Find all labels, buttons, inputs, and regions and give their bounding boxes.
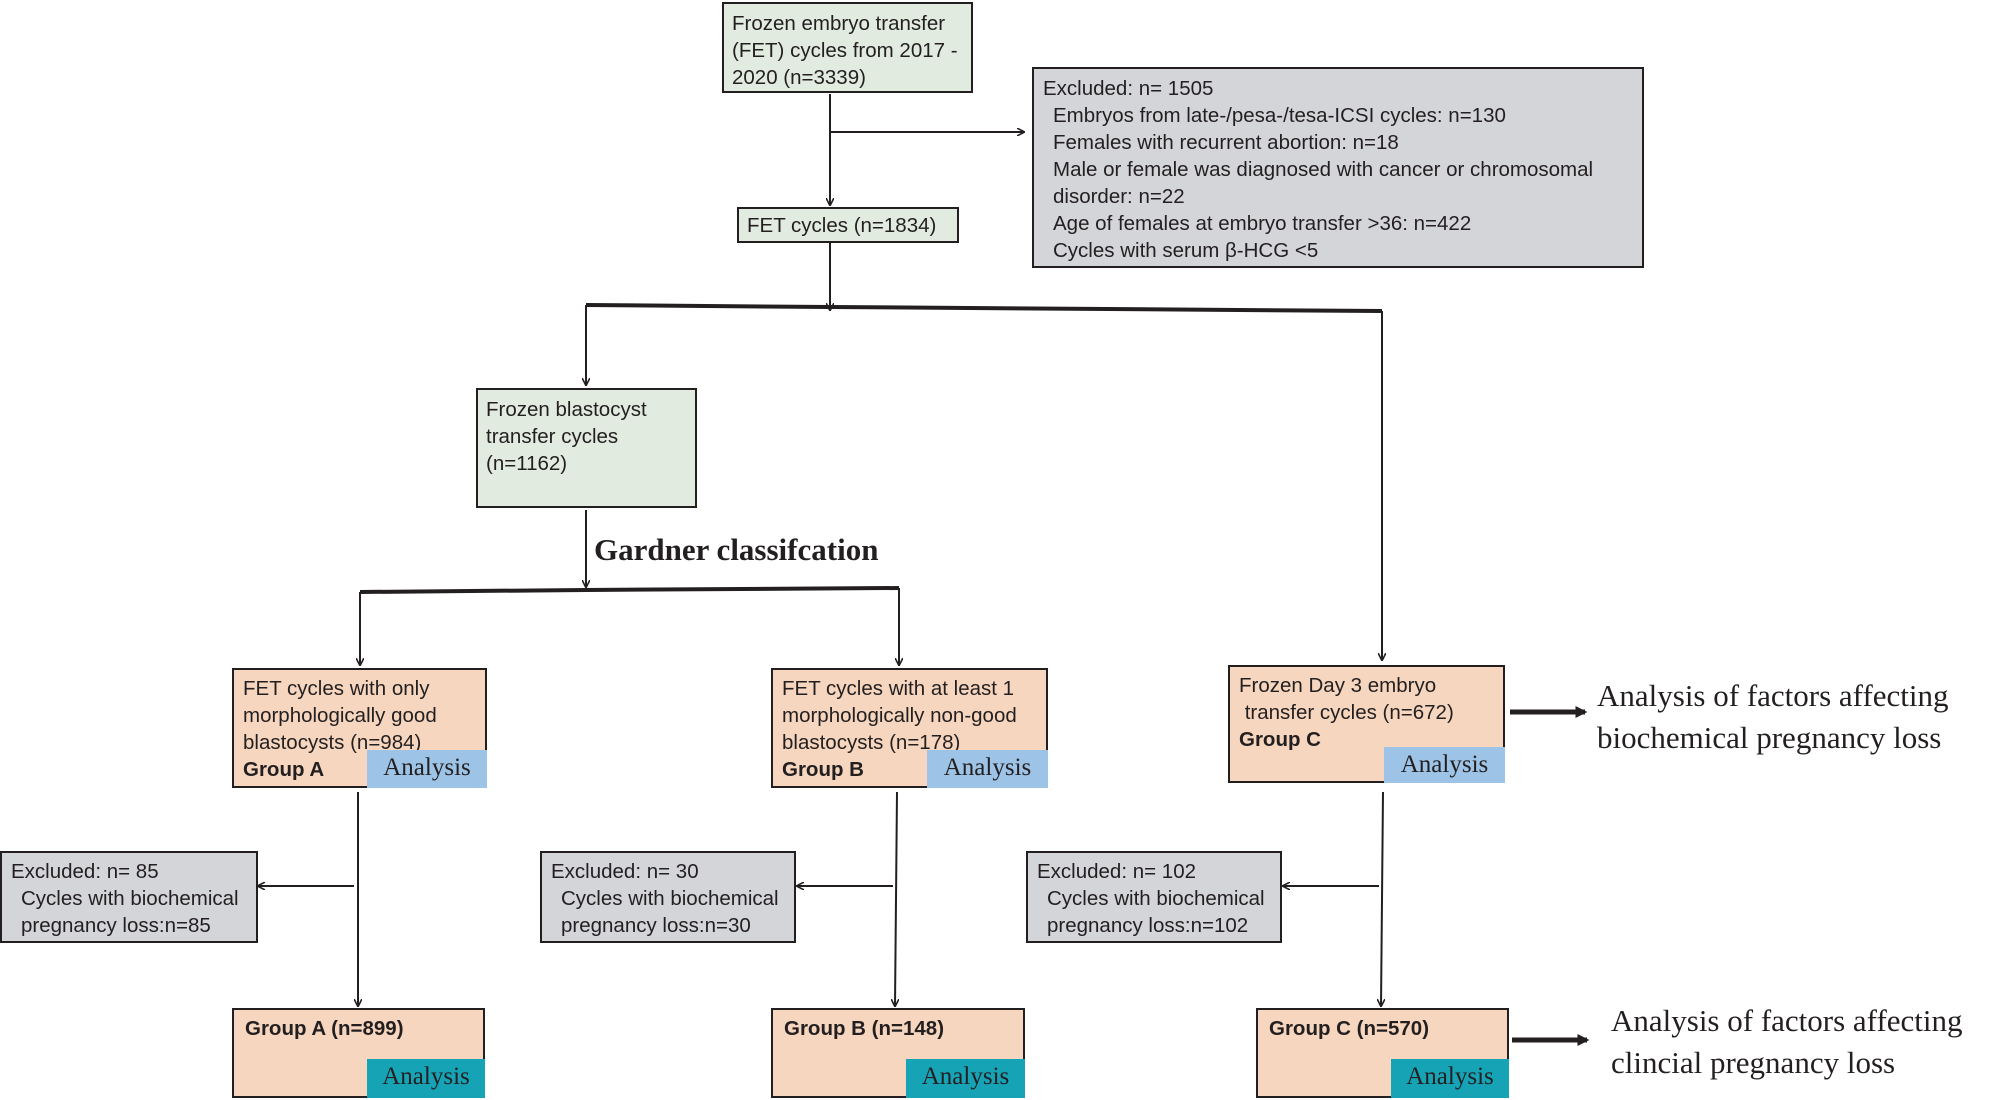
group-a-box: FET cycles with only morphologically goo… — [232, 668, 487, 788]
group-b-line-1: FET cycles with at least 1 — [782, 677, 1015, 700]
final-group-b-label: Group B (n=148) — [784, 1017, 945, 1040]
biochemical-note-line-1: Analysis of factors affecting — [1597, 678, 1949, 713]
analysis-tag-final-c: Analysis — [1391, 1059, 1509, 1098]
blastocyst-box: Frozen blastocyst transfer cycles (n=116… — [476, 388, 697, 508]
fet-1834-label: FET cycles (n=1834) — [747, 214, 937, 237]
fet-1834-box: FET cycles (n=1834) — [737, 207, 959, 243]
group-b-line-3: blastocysts (n=178) — [782, 731, 961, 754]
fet-total-line-2: (FET) cycles from 2017 - — [732, 39, 958, 62]
biochemical-note-line-2: biochemical pregnancy loss — [1597, 720, 1942, 755]
excluded-main-item: Embryos from late-/pesa-/tesa-ICSI cycle… — [1053, 104, 1506, 127]
excluded-a-box: Excluded: n= 85 Cycles with biochemical … — [0, 851, 258, 943]
fet-total-line-1: Frozen embryo transfer — [732, 12, 946, 35]
group-a-line-3: blastocysts (n=984) — [243, 731, 422, 754]
blastocyst-line-1: Frozen blastocyst — [486, 398, 647, 421]
group-c-line-1: Frozen Day 3 embryo — [1239, 674, 1437, 697]
excluded-a-item: pregnancy loss:n=85 — [21, 914, 211, 937]
blastocyst-line-2: transfer cycles — [486, 425, 619, 448]
excluded-b-item: pregnancy loss:n=30 — [561, 914, 751, 937]
excluded-b-title: Excluded: n= 30 — [551, 860, 699, 883]
excluded-a-item: Cycles with biochemical — [21, 887, 239, 910]
group-a-label: Group A — [243, 758, 325, 781]
final-group-a-label: Group A (n=899) — [245, 1017, 404, 1040]
analysis-tag-final-a: Analysis — [367, 1059, 485, 1098]
analysis-tag-group-a: Analysis — [367, 750, 487, 788]
biochemical-analysis-note: Analysis of factors affecting biochemica… — [1597, 675, 1949, 759]
arrow-group-c-down — [1381, 791, 1383, 1006]
excluded-b-box: Excluded: n= 30 Cycles with biochemical … — [540, 851, 796, 943]
excluded-main-box: Excluded: n= 1505 Embryos from late-/pes… — [1032, 67, 1644, 268]
clinical-analysis-note: Analysis of factors affecting clincial p… — [1611, 1000, 1963, 1084]
group-a-line-1: FET cycles with only — [243, 677, 430, 700]
excluded-main-item: Age of females at embryo transfer >36: n… — [1053, 212, 1472, 235]
split-bar-gardner — [359, 586, 900, 594]
arrow-group-b-down — [895, 791, 897, 1006]
group-c-line-2: transfer cycles (n=672) — [1239, 701, 1454, 724]
blastocyst-line-3: (n=1162) — [486, 452, 568, 475]
excluded-c-item: pregnancy loss:n=102 — [1047, 914, 1249, 937]
excluded-main-item: Cycles with serum β-HCG <5 — [1053, 239, 1319, 262]
excluded-main-title: Excluded: n= 1505 — [1043, 77, 1214, 100]
analysis-tag-group-c: Analysis — [1384, 747, 1505, 783]
excluded-main-item: Male or female was diagnosed with cancer… — [1053, 158, 1594, 181]
group-b-box: FET cycles with at least 1 morphological… — [771, 668, 1048, 788]
excluded-c-title: Excluded: n= 102 — [1037, 860, 1196, 883]
analysis-tag-group-b: Analysis — [927, 750, 1048, 788]
clinical-note-line-2: clincial pregnancy loss — [1611, 1045, 1896, 1080]
excluded-c-box: Excluded: n= 102 Cycles with biochemical… — [1026, 851, 1282, 943]
excluded-a-title: Excluded: n= 85 — [11, 860, 159, 883]
group-b-label: Group B — [782, 758, 864, 781]
excluded-b-item: Cycles with biochemical — [561, 887, 779, 910]
group-c-label: Group C — [1239, 728, 1321, 751]
excluded-main-item: Females with recurrent abortion: n=18 — [1053, 131, 1399, 154]
excluded-main-item: disorder: n=22 — [1053, 185, 1185, 208]
fet-total-box: Frozen embryo transfer (FET) cycles from… — [722, 2, 973, 93]
analysis-tag-final-b: Analysis — [906, 1059, 1025, 1098]
final-group-c-label: Group C (n=570) — [1269, 1017, 1430, 1040]
gardner-heading: Gardner classifcation — [594, 532, 879, 567]
group-b-line-2: morphologically non-good — [782, 704, 1017, 727]
excluded-c-item: Cycles with biochemical — [1047, 887, 1265, 910]
clinical-note-line-1: Analysis of factors affecting — [1611, 1003, 1963, 1038]
split-bar-top — [585, 303, 1383, 313]
group-a-line-2: morphologically good — [243, 704, 437, 727]
fet-total-line-3: 2020 (n=3339) — [732, 66, 866, 89]
